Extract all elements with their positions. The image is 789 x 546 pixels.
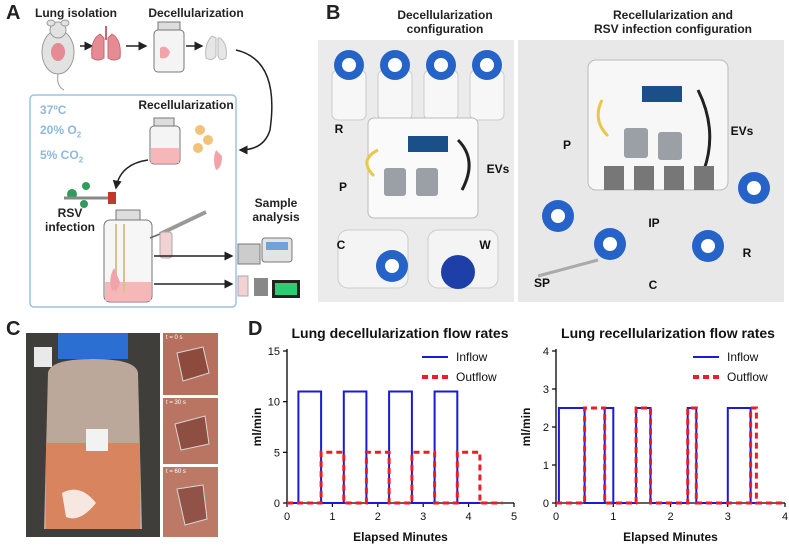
bottle-photo-drawing	[26, 333, 160, 537]
chart1-x-tick-label-1: 1	[329, 511, 335, 523]
decell-label-r: R	[334, 122, 344, 136]
chart1-y-tick-label-0: 0	[274, 498, 280, 510]
chart2-y-tick-label-1: 1	[543, 460, 549, 472]
time-lapse-frame-2: t = 30 s	[163, 398, 218, 464]
collection-bottles	[337, 229, 499, 289]
culture-bottle-icon	[103, 209, 153, 303]
sampling-syringe-icon	[149, 210, 207, 239]
chart2-y-tick-label-2: 2	[543, 422, 549, 434]
decellularization-label: Decellularization	[148, 6, 244, 20]
chart1-title: Lung decellularization flow rates	[291, 325, 508, 341]
panel-a-letter: A	[6, 2, 21, 24]
panel-b-letter: B	[326, 2, 341, 24]
reservoir-bottles-top	[331, 50, 505, 121]
chart2-legend-label-inflow: Inflow	[727, 350, 759, 364]
chart2-x-axis-label: Elapsed Minutes	[623, 530, 718, 544]
chart2-series-inflow	[556, 407, 763, 504]
chart1-y-tick-label-3: 15	[268, 346, 280, 358]
chart2-y-tick-label-4: 4	[543, 346, 549, 358]
recell-photo-drawing	[518, 40, 784, 302]
decell-label-c: C	[336, 238, 346, 252]
lung-isolation-label: Lung isolation	[35, 6, 117, 20]
incubation-box	[29, 94, 237, 308]
chart2-y-tick-label-3: 3	[543, 384, 549, 396]
chart2-x-tick-label-2: 2	[667, 511, 673, 523]
lung-icon	[91, 26, 121, 61]
temperature-label: 37ºC	[40, 103, 67, 117]
frame-3-time: t = 60 s	[166, 469, 186, 475]
decell-photo-drawing	[318, 40, 514, 302]
decell-config-photo	[318, 40, 514, 302]
recell-label-evs: EVs	[730, 124, 754, 138]
chart1-x-tick-label-0: 0	[284, 511, 290, 523]
frame-1-time: t = 0 s	[166, 335, 183, 341]
chart2-legend-label-outflow: Outflow	[727, 370, 768, 384]
sample-tube-icon	[159, 231, 173, 259]
mouse-icon	[41, 19, 75, 91]
decell-label-evs: EVs	[486, 162, 510, 176]
chart2-series-outflow	[556, 406, 785, 505]
rsv-virus-icon	[64, 182, 116, 208]
chart2-x-tick-label-3: 3	[725, 511, 731, 523]
decell-config-title: Decellularization configuration	[397, 8, 493, 36]
chart1-legend-label-inflow: Inflow	[456, 350, 488, 364]
time-lapse-frame-1: t = 0 s	[163, 333, 218, 395]
co2-label: 5% CO2	[40, 148, 84, 165]
recell-label-r: R	[742, 246, 752, 260]
chart2-x-tick-label-4: 4	[782, 511, 788, 523]
panel-d-letter: D	[248, 318, 263, 340]
chart1-x-tick-label-2: 2	[375, 511, 381, 523]
recell-label-sp: SP	[533, 276, 550, 290]
time-lapse-frame-3: t = 60 s	[163, 467, 218, 537]
pump-enclosure	[365, 117, 479, 219]
recell-bottles	[537, 172, 770, 278]
decell-label-p: P	[338, 180, 347, 194]
recell-label-ip: IP	[648, 216, 660, 230]
recell-label-p: P	[562, 138, 571, 152]
chart1-y-tick-label-1: 5	[274, 447, 280, 459]
chart1-legend-label-outflow: Outflow	[456, 370, 497, 384]
microscope-icon	[237, 275, 300, 298]
frame-2-time: t = 30 s	[166, 400, 186, 406]
oxygen-label: 20% O2	[40, 123, 82, 140]
chart1-x-tick-label-5: 5	[511, 511, 517, 523]
sample-analysis-label: Sample analysis	[252, 196, 300, 224]
frame-2-lung	[174, 415, 210, 451]
panel-c-letter: C	[6, 318, 21, 340]
recell-bottle-icon	[149, 117, 222, 170]
recell-config-title: Recellularization and RSV infection conf…	[594, 8, 752, 36]
decell-label-w: W	[479, 238, 491, 252]
decellularized-lung-icon	[205, 35, 227, 61]
decell-bottle-icon	[153, 21, 185, 73]
incubation-conditions: 37ºC 20% O2 5% CO2	[40, 100, 83, 171]
chart1-series-outflow	[287, 450, 503, 505]
recell-label-c: C	[648, 278, 658, 292]
chart1-x-axis-label: Elapsed Minutes	[353, 530, 448, 544]
chart2-y-axis-label: ml/min	[519, 408, 533, 447]
analyzer-icon	[237, 237, 293, 265]
chart2-x-tick-label-1: 1	[610, 511, 616, 523]
chart1-y-tick-label-2: 10	[268, 397, 280, 409]
recellularization-label: Recellularization	[138, 98, 234, 112]
chart2-title: Lung recellularization flow rates	[561, 325, 775, 341]
recell-config-photo	[518, 40, 784, 302]
chart1-series-inflow	[287, 390, 480, 504]
rsv-infection-label: RSV infection	[45, 206, 95, 234]
chart1-x-tick-label-3: 3	[420, 511, 426, 523]
chart1-x-tick-label-4: 4	[466, 511, 472, 523]
panel-a-illustration	[29, 19, 300, 308]
chart2-x-tick-label-0: 0	[553, 511, 559, 523]
bioreactor-bottle-photo	[26, 333, 160, 537]
frame-1-lung	[176, 346, 210, 382]
recell-pump-enclosure	[587, 59, 729, 191]
flow-rate-charts: Lung decellularization flow rates0510150…	[250, 325, 788, 544]
frame-3-lung	[176, 484, 208, 526]
chart1-y-axis-label: ml/min	[250, 408, 264, 447]
chart2-y-tick-label-0: 0	[543, 498, 549, 510]
